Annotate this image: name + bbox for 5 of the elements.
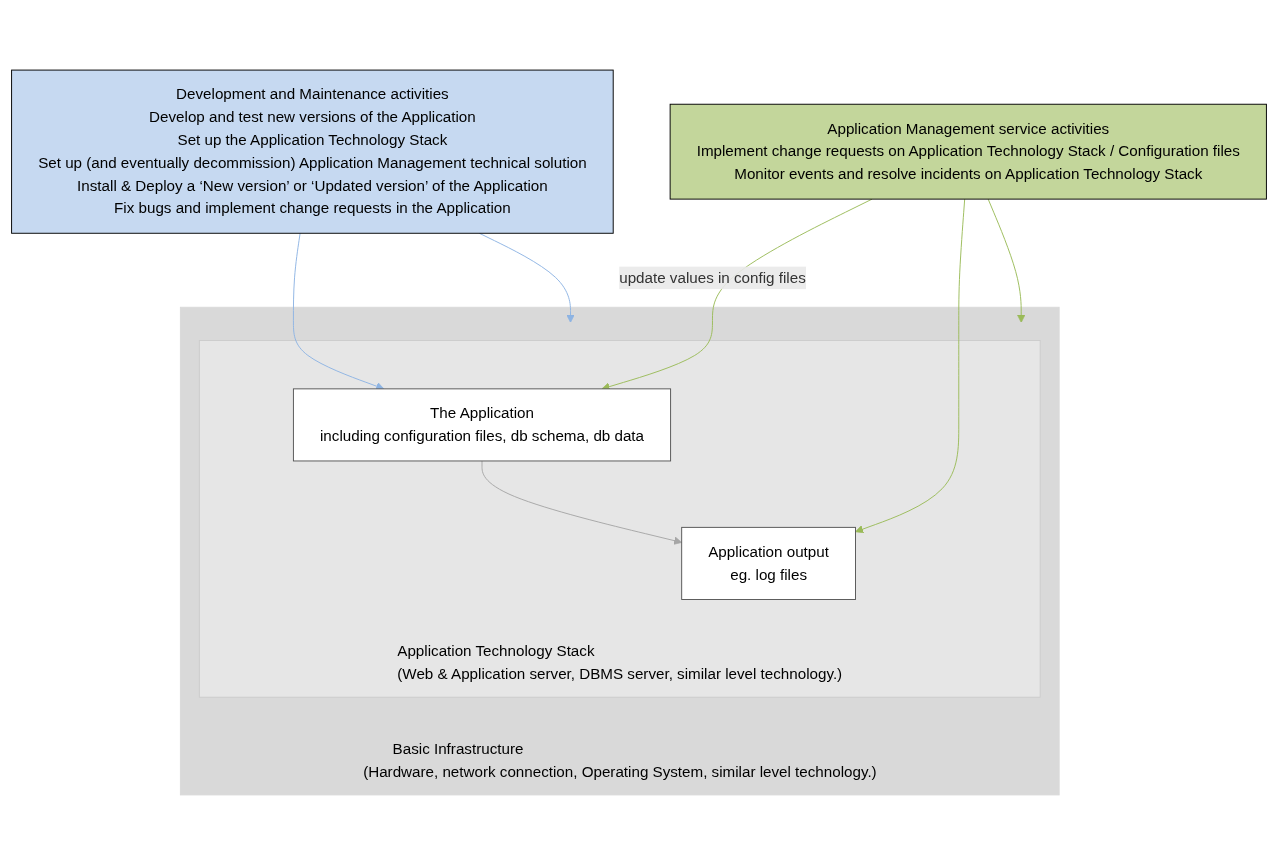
- edge-label: update values in config files: [619, 269, 806, 286]
- node-box: The Application including configuration files, db schema, db data: [292, 388, 672, 462]
- node-box: Development and Maintenance activities Develop and test new versions of the Application Set up the Application Technology Stack Set up (and eventually decommission) Application Management technical solution Install & Deploy a ‘New version’ or ‘Updated version’ of the Application Fix bugs and implement change requests in the Application: [11, 69, 614, 234]
- node-box: Application output eg. log files: [681, 526, 856, 600]
- node-box: Application Management service activities Implement change requests on Application Technology Stack / Configuration files Monitor events and resolve incidents on Application Technology Stack: [669, 103, 1267, 200]
